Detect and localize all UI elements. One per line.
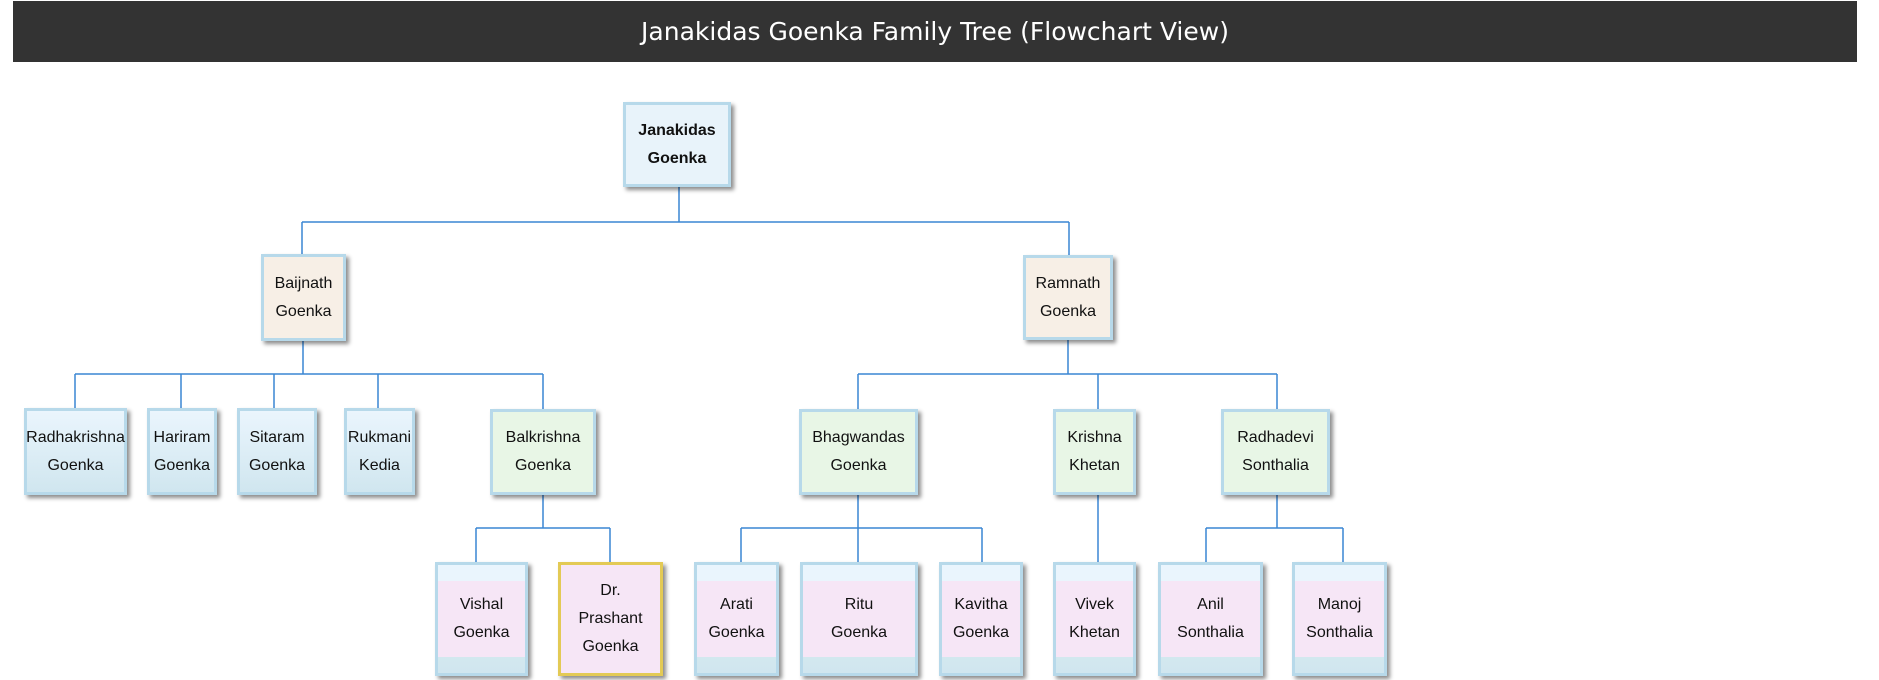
node-last-name: Khetan bbox=[1069, 457, 1120, 474]
node-last-name: Goenka bbox=[1039, 302, 1097, 320]
node-first-name: Manoj bbox=[1317, 596, 1362, 613]
node-first-name: Janakidas bbox=[638, 121, 716, 139]
node-radhadevi-sonthalia[interactable]: Radhadevi Sonthalia bbox=[1221, 409, 1330, 495]
node-first-name: Bhagwandas bbox=[812, 429, 905, 446]
node-last-name: Kedia bbox=[359, 456, 400, 474]
node-last-name: Sonthalia bbox=[1242, 457, 1309, 474]
page-header: Janakidas Goenka Family Tree (Flowchart … bbox=[13, 1, 1857, 62]
node-arati-goenka[interactable]: Arati Goenka bbox=[694, 562, 779, 676]
node-first-name: Anil bbox=[1197, 596, 1224, 613]
node-first-name: Radhakrishna bbox=[26, 428, 125, 446]
node-last-name: Goenka bbox=[453, 624, 510, 641]
node-anil-sonthalia[interactable]: Anil Sonthalia bbox=[1158, 562, 1263, 676]
node-hariram-goenka[interactable]: Hariram Goenka bbox=[147, 408, 217, 495]
node-kavitha-goenka[interactable]: Kavitha Goenka bbox=[939, 562, 1023, 676]
node-first-name: Rukmani bbox=[347, 428, 412, 446]
node-last-name: Goenka bbox=[647, 149, 707, 167]
node-last-name: Goenka bbox=[153, 456, 211, 474]
node-ritu-goenka[interactable]: Ritu Goenka bbox=[800, 562, 918, 676]
node-first-name: Balkrishna bbox=[505, 429, 581, 446]
node-first-name: Krishna bbox=[1067, 429, 1122, 446]
node-last-name: Khetan bbox=[1069, 624, 1120, 641]
node-ramnath-goenka[interactable]: Ramnath Goenka bbox=[1023, 255, 1113, 340]
node-vivek-khetan[interactable]: Vivek Khetan bbox=[1053, 562, 1136, 676]
node-last-name: Goenka bbox=[830, 457, 887, 474]
node-janakidas-goenka[interactable]: Janakidas Goenka bbox=[623, 102, 731, 187]
node-first-name: Vishal bbox=[459, 596, 504, 613]
node-first-name: Sitaram bbox=[249, 428, 305, 446]
node-last-name: Sonthalia bbox=[1177, 624, 1244, 641]
node-first-name: Ritu bbox=[844, 596, 874, 613]
node-vishal-goenka[interactable]: Vishal Goenka bbox=[435, 562, 528, 676]
node-last-name: Goenka bbox=[514, 457, 572, 474]
node-last-name: Goenka bbox=[952, 624, 1010, 641]
node-last-name: Goenka bbox=[275, 302, 332, 320]
node-first-name: Ramnath bbox=[1035, 274, 1101, 292]
node-first-name: Kavitha bbox=[954, 596, 1008, 613]
node-last-name: Sonthalia bbox=[1306, 624, 1373, 641]
node-last-name: Goenka bbox=[708, 624, 765, 641]
node-krishna-khetan[interactable]: Krishna Khetan bbox=[1053, 409, 1136, 495]
node-first-name: Arati bbox=[720, 596, 753, 613]
node-title: Dr. bbox=[600, 582, 621, 599]
node-rukmani-kedia[interactable]: Rukmani Kedia bbox=[344, 408, 415, 495]
node-first-name: Radhadevi bbox=[1237, 429, 1314, 446]
node-last-name: Goenka bbox=[47, 456, 104, 474]
node-first-name: Baijnath bbox=[274, 274, 333, 292]
node-last-name: Goenka bbox=[830, 624, 888, 641]
node-last-name: Goenka bbox=[582, 638, 639, 655]
node-dr-prashant-goenka[interactable]: Dr. Prashant Goenka bbox=[558, 562, 663, 676]
node-first-name: Prashant bbox=[578, 610, 643, 627]
node-first-name: Vivek bbox=[1075, 596, 1114, 613]
node-baijnath-goenka[interactable]: Baijnath Goenka bbox=[261, 254, 346, 341]
node-first-name: Hariram bbox=[153, 428, 211, 446]
page-title: Janakidas Goenka Family Tree (Flowchart … bbox=[641, 17, 1229, 46]
node-bhagwandas-goenka[interactable]: Bhagwandas Goenka bbox=[799, 409, 918, 495]
node-radhakrishna-goenka[interactable]: Radhakrishna Goenka bbox=[24, 408, 127, 495]
node-last-name: Goenka bbox=[248, 456, 306, 474]
node-manoj-sonthalia[interactable]: Manoj Sonthalia bbox=[1292, 562, 1387, 676]
node-sitaram-goenka[interactable]: Sitaram Goenka bbox=[237, 408, 317, 495]
node-balkrishna-goenka[interactable]: Balkrishna Goenka bbox=[490, 409, 596, 495]
